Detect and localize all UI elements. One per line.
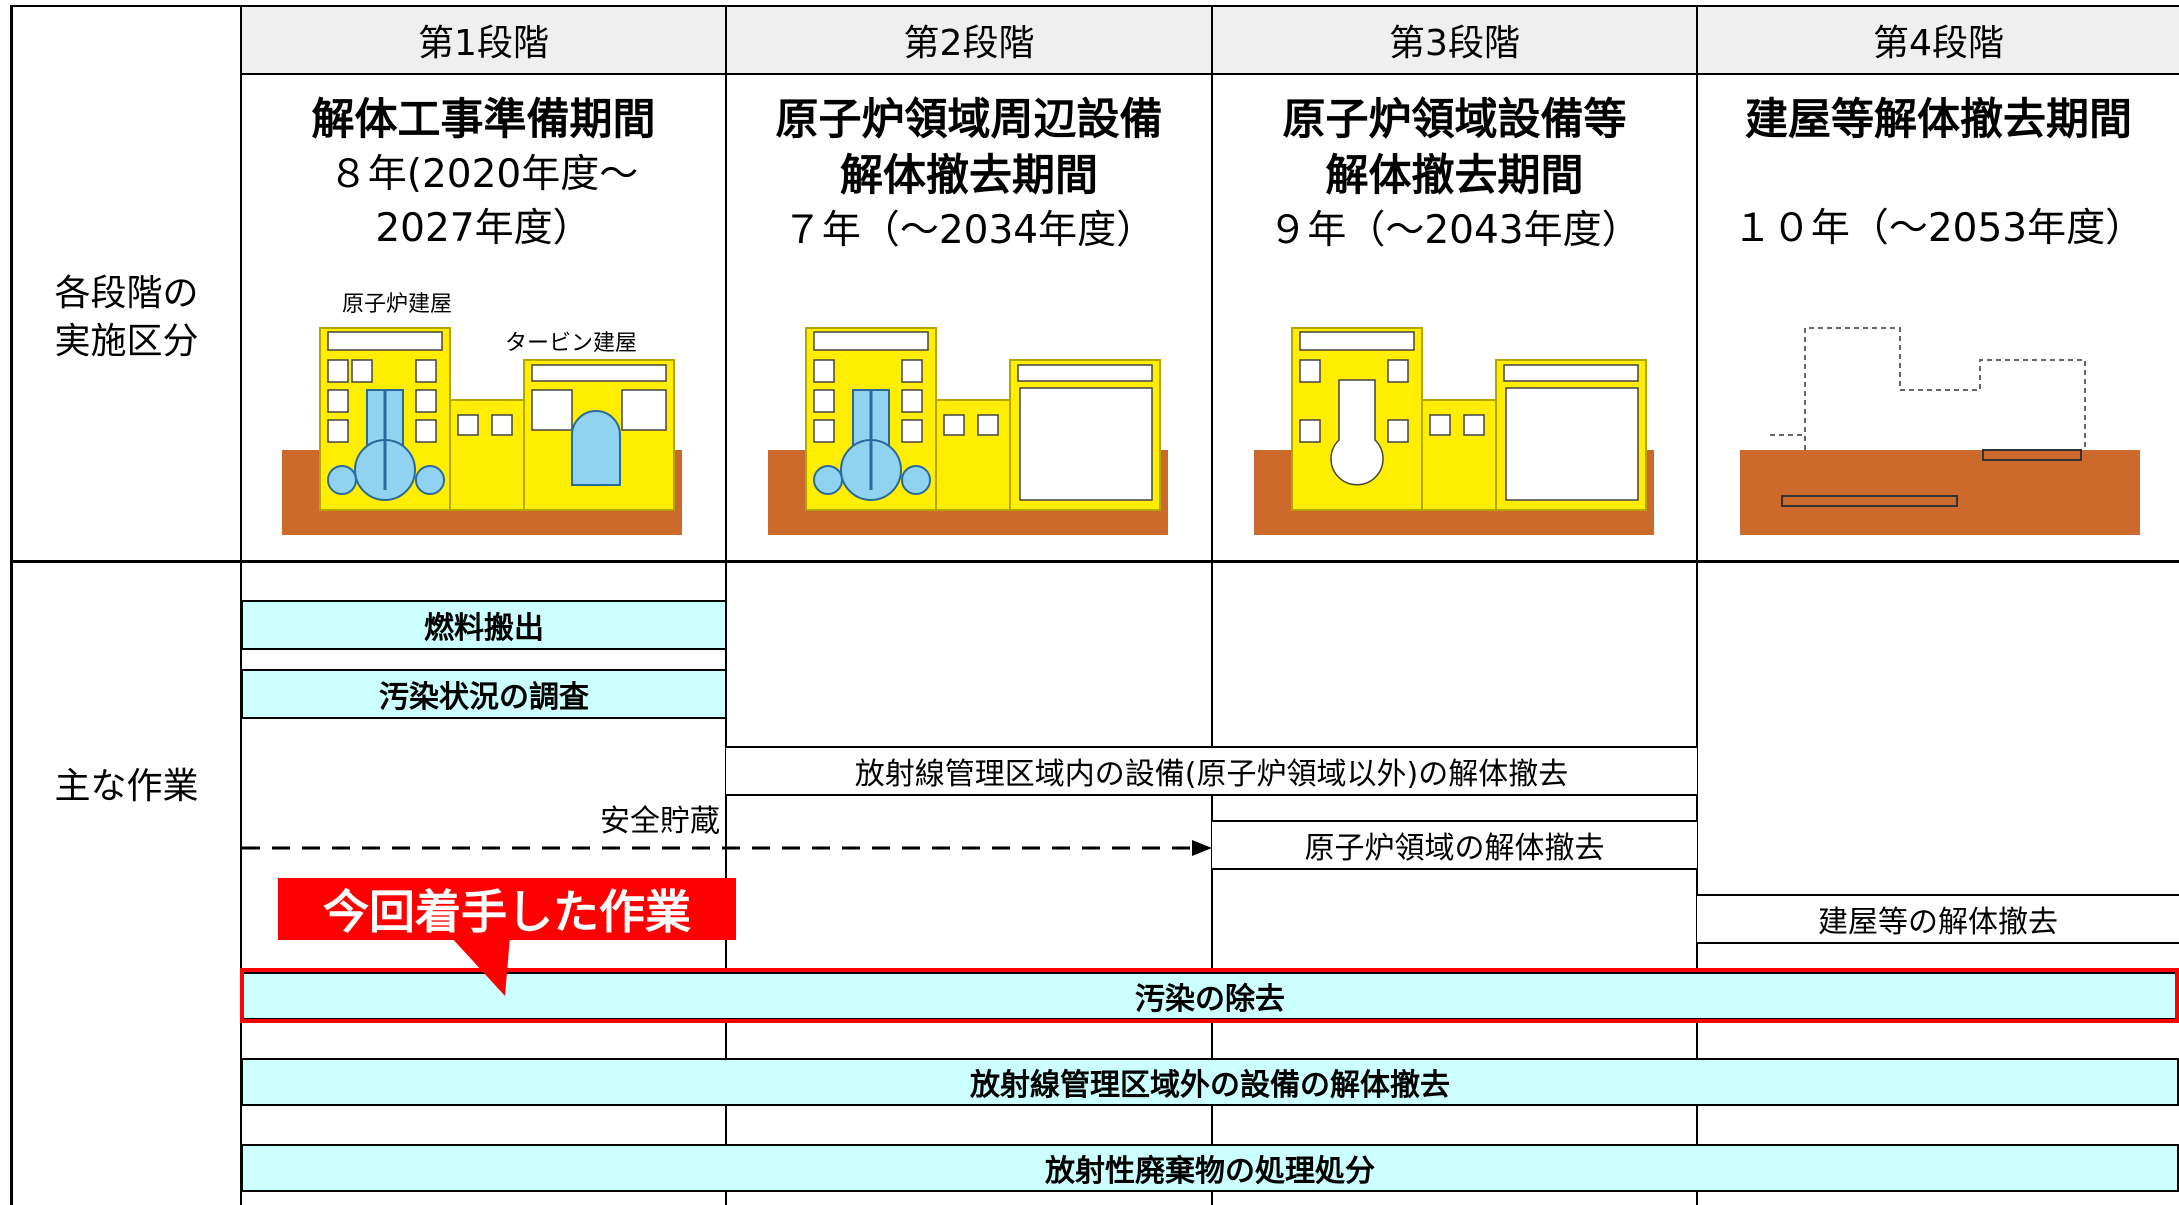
grid-col3 [1211,5,1213,1205]
stage-4-text: 建屋等解体撤去期間 １０年（～2053年度） [1698,92,2179,256]
row-label-works: 主な作業 [54,766,199,807]
stage-2-building-illustration [768,327,1168,535]
stage-header-3: 第3段階 [1213,7,1696,73]
safe-storage-arrow [242,840,1212,856]
stage-header-1: 第1段階 [242,7,725,73]
non-controlled-area-dismantling-bar: 放射線管理区域外の設備の解体撤去 [241,1058,2179,1106]
stage-2-period: ７年（～2034年度） [782,208,1156,253]
stage-4-period: １０年（～2053年度） [1732,206,2145,251]
stage-1-building-illustration [282,327,682,535]
stage-header-2: 第2段階 [727,7,1211,73]
stage-1-title: 解体工事準備期間 [311,95,656,145]
contamination-survey-bar: 汚染状況の調査 [241,669,727,719]
decontamination-highlight [240,968,2179,1023]
fuel-removal-bar: 燃料搬出 [241,600,727,650]
stage-3-text: 原子炉領域設備等 解体撤去期間 ９年（～2043年度） [1213,92,1696,258]
safe-storage-label: 安全貯蔵 [600,804,720,839]
stage-1-text: 解体工事準備期間 ８年(2020年度～ 2027年度） [242,92,725,256]
outside-reactor-dismantling-bar: 放射線管理区域内の設備(原子炉領域以外)の解体撤去 [726,746,1697,796]
stage-3-building-illustration [1254,327,1654,535]
stage-3-title: 原子炉領域設備等 解体撤去期間 [1282,95,1627,201]
grid-col4 [1696,5,1698,1205]
stage-4-building-illustration [1740,327,2140,535]
building-dismantling-bar: 建屋等の解体撤去 [1697,894,2179,944]
stage-header-4: 第4段階 [1698,7,2179,73]
row-label-phases: 各段階の 実施区分 [54,272,199,362]
stage-1-period: ８年(2020年度～ 2027年度） [328,152,639,251]
stage-2-title: 原子炉領域周辺設備 解体撤去期間 [775,95,1163,201]
grid-header-bottom [241,73,2179,75]
reactor-area-dismantling-bar: 原子炉領域の解体撤去 [1212,820,1697,870]
stage-4-title: 建屋等解体撤去期間 [1745,95,2132,145]
turbine-building-label: タービン建屋 [505,331,638,356]
radioactive-waste-disposal-bar: 放射性廃棄物の処理処分 [241,1144,2179,1192]
stage-3-period: ９年（～2043年度） [1268,208,1641,253]
grid-left [10,5,13,1205]
grid-row-divider [10,560,2179,563]
reactor-building-label: 原子炉建屋 [342,292,453,317]
grid-top [10,5,2179,7]
callout-pointer [450,936,510,996]
stage-2-text: 原子炉領域周辺設備 解体撤去期間 ７年（～2034年度） [727,92,1211,258]
callout-badge: 今回着手した作業 [278,878,736,940]
